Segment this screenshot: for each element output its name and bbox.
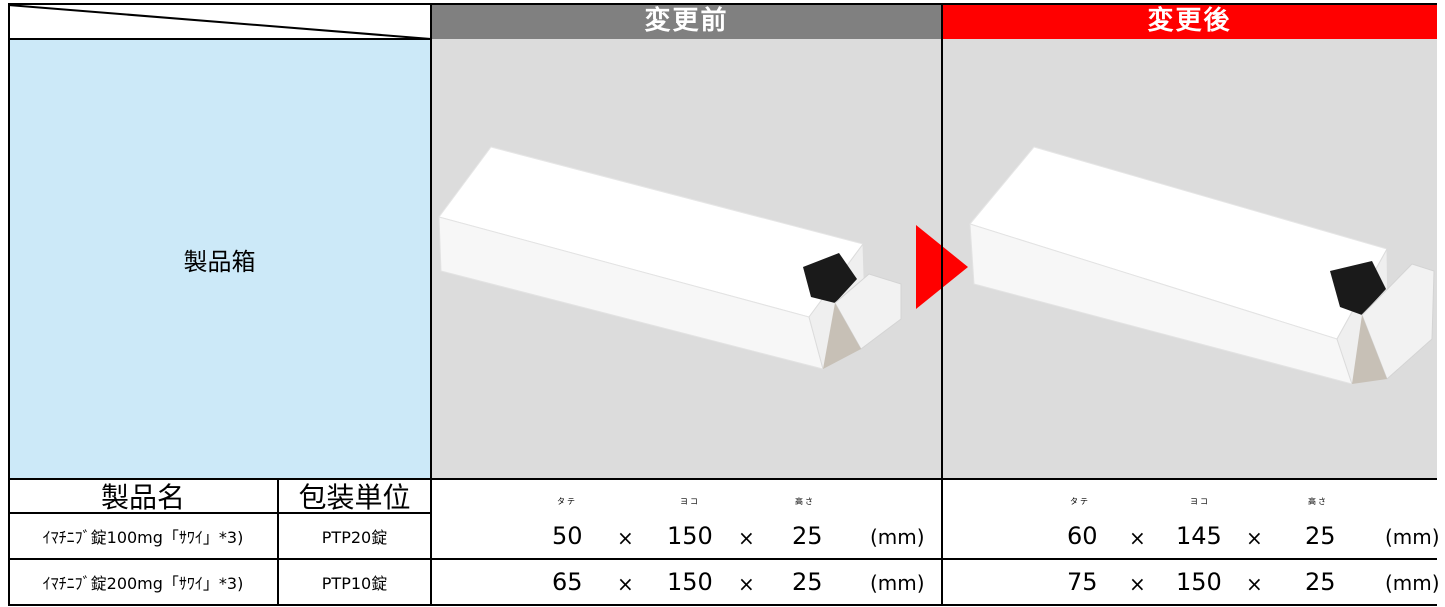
before-tate-value: 50 xyxy=(552,522,583,550)
row-label-cell: 製品箱 xyxy=(8,39,431,479)
product-row-1-package: PTP20錠 xyxy=(278,513,431,559)
package-unit: PTP20錠 xyxy=(321,528,388,547)
row-label: 製品箱 xyxy=(183,247,256,276)
after-tate-label: タテ xyxy=(1070,497,1090,506)
header-before-label: 変更前 xyxy=(644,6,729,36)
column-package-unit-label: 包装単位 xyxy=(298,481,411,514)
before-takasa-value: 25 xyxy=(792,522,823,550)
header-after-label: 変更後 xyxy=(1147,6,1232,36)
after-yoko-label: ヨコ xyxy=(1190,497,1210,506)
before-tate-value: 65 xyxy=(552,568,583,596)
unit-label: (mm) xyxy=(870,525,925,549)
header-after: 変更後 xyxy=(942,3,1437,39)
before-yoko-value: 150 xyxy=(667,522,713,550)
times-sign: × xyxy=(738,526,755,550)
product-row-2-package: PTP10錠 xyxy=(278,559,431,605)
before-takasa-value: 25 xyxy=(792,568,823,596)
unit-label: (mm) xyxy=(1385,571,1440,595)
times-sign: × xyxy=(1246,526,1263,550)
after-takasa-value: 25 xyxy=(1305,522,1336,550)
before-takasa-label: 高さ xyxy=(795,497,815,506)
column-package-unit: 包装単位 xyxy=(278,479,431,514)
product-name: ｲﾏﾁﾆﾌﾞ錠200mg「ｻﾜｲ」*3) xyxy=(42,574,244,593)
after-image-cell xyxy=(942,39,1437,479)
after-yoko-value: 145 xyxy=(1176,522,1222,550)
after-tate-value: 60 xyxy=(1067,522,1098,550)
times-sign: × xyxy=(1129,526,1146,550)
after-takasa-value: 25 xyxy=(1305,568,1336,596)
white-box-image xyxy=(438,146,902,371)
column-product-name-label: 製品名 xyxy=(100,481,185,514)
diagonal-line xyxy=(7,4,432,40)
times-sign: × xyxy=(617,572,634,596)
column-product-name: 製品名 xyxy=(8,479,278,514)
before-image-cell xyxy=(431,39,942,479)
times-sign: × xyxy=(1129,572,1146,596)
times-sign: × xyxy=(1246,572,1263,596)
diagonal-header-cell xyxy=(7,3,432,40)
times-sign: × xyxy=(617,526,634,550)
package-unit: PTP10錠 xyxy=(321,574,388,593)
header-before: 変更前 xyxy=(431,3,942,39)
product-row-2-name: ｲﾏﾁﾆﾌﾞ錠200mg「ｻﾜｲ」*3) xyxy=(8,559,278,605)
times-sign: × xyxy=(738,572,755,596)
after-tate-value: 75 xyxy=(1067,568,1098,596)
product-name: ｲﾏﾁﾆﾌﾞ錠100mg「ｻﾜｲ」*3) xyxy=(42,528,244,547)
after-takasa-label: 高さ xyxy=(1308,497,1328,506)
before-tate-label: タテ xyxy=(557,497,577,506)
product-row-1-name: ｲﾏﾁﾆﾌﾞ錠100mg「ｻﾜｲ」*3) xyxy=(8,513,278,559)
after-yoko-value: 150 xyxy=(1176,568,1222,596)
unit-label: (mm) xyxy=(1385,525,1440,549)
unit-label: (mm) xyxy=(870,571,925,595)
before-yoko-label: ヨコ xyxy=(680,497,700,506)
before-yoko-value: 150 xyxy=(667,568,713,596)
white-box-image xyxy=(969,146,1435,386)
